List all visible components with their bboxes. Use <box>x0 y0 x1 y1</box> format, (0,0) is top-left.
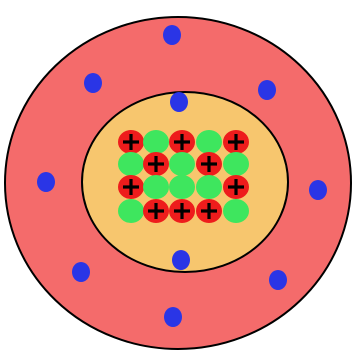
proton-7 <box>223 175 249 199</box>
electrons-group <box>37 25 327 327</box>
proton-6 <box>118 175 144 199</box>
electron-7 <box>172 250 190 270</box>
proton-2 <box>169 130 195 154</box>
proton-3 <box>223 130 249 154</box>
electron-2 <box>84 73 102 93</box>
neutron-5 <box>223 152 249 176</box>
proton-4 <box>143 152 169 176</box>
electron-5 <box>37 172 55 192</box>
proton-5 <box>196 152 222 176</box>
nucleus-particles-group <box>118 130 249 223</box>
electron-3 <box>258 80 276 100</box>
electron-8 <box>72 262 90 282</box>
neutron-10 <box>223 199 249 223</box>
proton-9 <box>169 199 195 223</box>
proton-10 <box>196 199 222 223</box>
neutron-9 <box>118 199 144 223</box>
electron-1 <box>163 25 181 45</box>
neutron-8 <box>196 175 222 199</box>
electron-6 <box>309 180 327 200</box>
electron-9 <box>269 270 287 290</box>
neutron-4 <box>169 152 195 176</box>
electron-10 <box>164 307 182 327</box>
neutron-1 <box>143 130 169 154</box>
proton-1 <box>118 130 144 154</box>
neutron-7 <box>169 175 195 199</box>
electron-4 <box>170 92 188 112</box>
neutron-2 <box>196 130 222 154</box>
neutron-6 <box>143 175 169 199</box>
proton-8 <box>143 199 169 223</box>
neutron-3 <box>118 152 144 176</box>
